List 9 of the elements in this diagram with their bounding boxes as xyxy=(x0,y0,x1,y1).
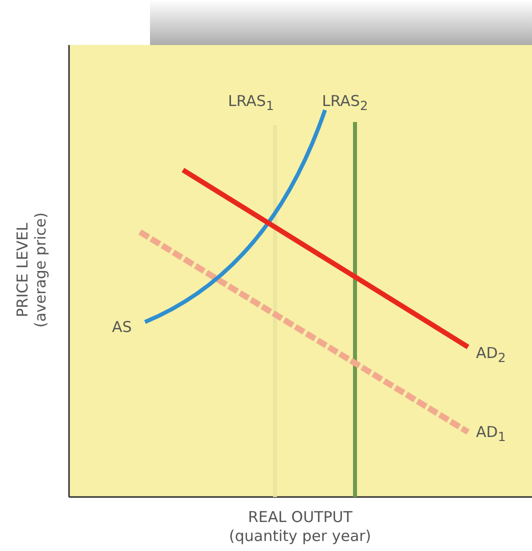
axis-subtitle: (average price) xyxy=(31,212,50,328)
curve-label: AD$_{1}$ xyxy=(476,423,506,444)
axis-subtitle: (quantity per year) xyxy=(229,527,372,545)
curve-label: LRAS$_{1}$ xyxy=(228,92,274,113)
curve-label: LRAS$_{2}$ xyxy=(322,92,368,113)
axis-title: PRICE LEVEL xyxy=(12,222,31,318)
axis-title: REAL OUTPUT xyxy=(248,508,352,526)
curve-label: AS xyxy=(112,318,132,336)
curve-label: AD$_{2}$ xyxy=(476,344,506,365)
